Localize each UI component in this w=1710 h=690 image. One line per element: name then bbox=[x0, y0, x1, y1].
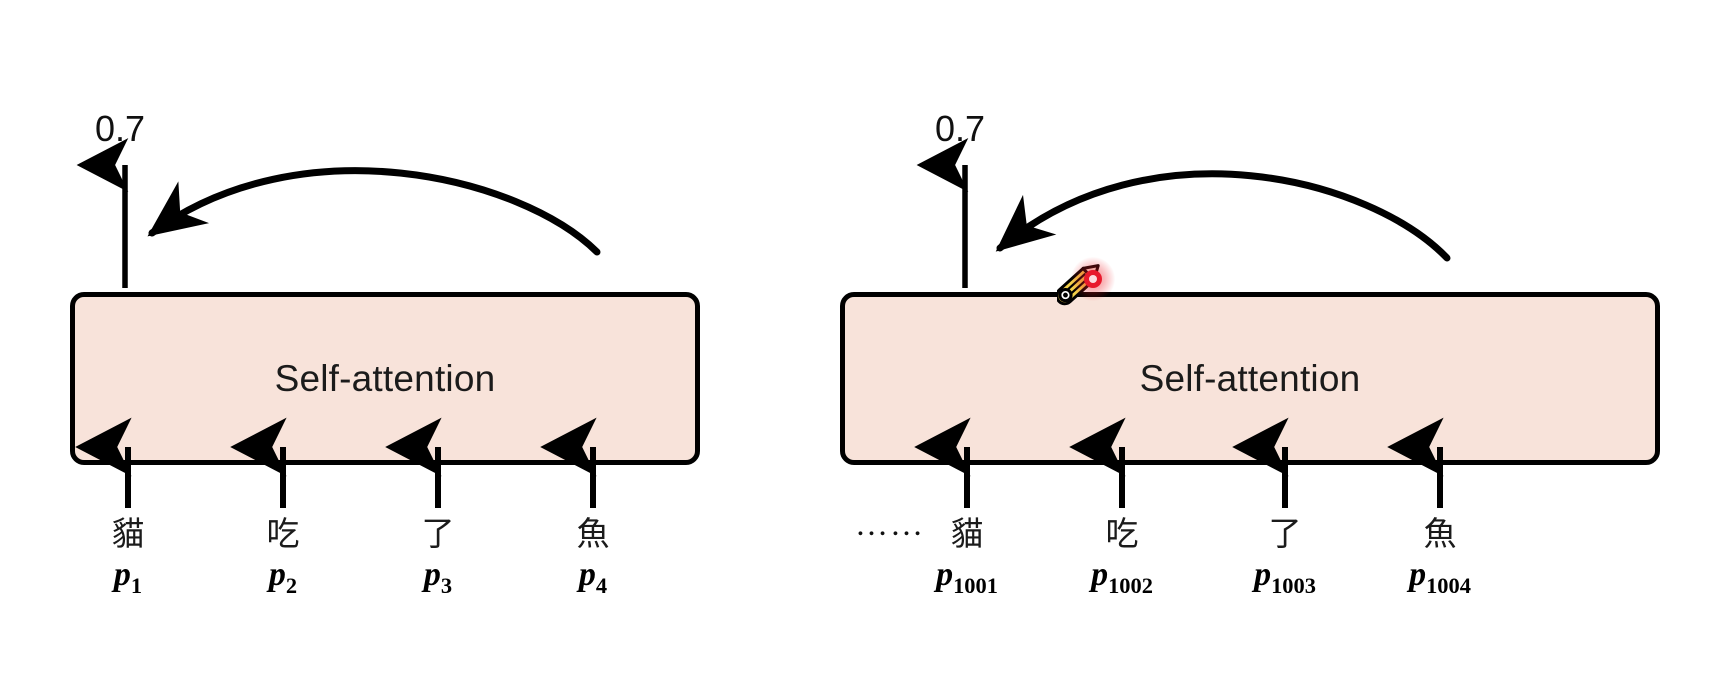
self-attention-block-left[interactable]: Self-attention bbox=[70, 292, 700, 465]
output-value-left: 0.7 bbox=[95, 108, 146, 149]
position-label-base: p bbox=[113, 556, 131, 593]
position-label-sub: 1001 bbox=[953, 572, 998, 598]
output-value-right: 0.7 bbox=[935, 108, 986, 149]
position-label-base: p bbox=[936, 556, 954, 593]
position-label: p1 bbox=[88, 556, 168, 599]
token-glyph: 貓 bbox=[950, 517, 984, 553]
panel-right: 0.7 Self-attention …… 貓 吃 了 魚 p1001 p100… bbox=[840, 0, 1710, 690]
position-label: p1001 bbox=[897, 556, 1037, 599]
token-glyph: 貓 bbox=[111, 517, 145, 553]
sequence-ellipsis: …… bbox=[855, 507, 925, 543]
position-label-sub: 1003 bbox=[1271, 572, 1316, 598]
token-glyph: 吃 bbox=[1105, 517, 1139, 553]
pencil-cursor bbox=[1055, 247, 1131, 321]
position-label-base: p bbox=[1409, 556, 1427, 593]
self-attention-label-left: Self-attention bbox=[274, 357, 496, 399]
position-label-sub: 2 bbox=[285, 572, 298, 598]
token-glyph: 了 bbox=[421, 517, 455, 553]
position-label-base: p bbox=[1254, 556, 1272, 593]
position-label-sub: 1002 bbox=[1108, 572, 1153, 598]
token-glyph: 吃 bbox=[266, 517, 300, 553]
position-label: p2 bbox=[243, 556, 323, 599]
position-label-sub: 1 bbox=[130, 572, 143, 598]
self-attention-label-right: Self-attention bbox=[1139, 357, 1361, 399]
token-glyph: 魚 bbox=[1423, 517, 1457, 553]
position-label-base: p bbox=[578, 556, 596, 593]
position-label: p4 bbox=[553, 556, 633, 599]
position-label: p1002 bbox=[1052, 556, 1192, 599]
position-label: p1004 bbox=[1370, 556, 1510, 599]
panel-left: 0.7 Self-attention 貓 吃 了 魚 p1 p2 p3 p4 bbox=[70, 108, 700, 599]
position-label-base: p bbox=[268, 556, 286, 593]
self-attention-block-right[interactable]: Self-attention bbox=[840, 292, 1660, 465]
position-label-base: p bbox=[1091, 556, 1109, 593]
position-label: p1003 bbox=[1215, 556, 1355, 599]
token-glyph: 魚 bbox=[576, 517, 610, 553]
position-label-sub: 1004 bbox=[1426, 572, 1471, 598]
position-label-base: p bbox=[423, 556, 441, 593]
position-label: p3 bbox=[398, 556, 478, 599]
cursor-hotspot-dot bbox=[1084, 270, 1102, 288]
token-glyph: 了 bbox=[1268, 517, 1302, 553]
position-label-sub: 3 bbox=[440, 572, 453, 598]
position-label-sub: 4 bbox=[595, 572, 608, 598]
